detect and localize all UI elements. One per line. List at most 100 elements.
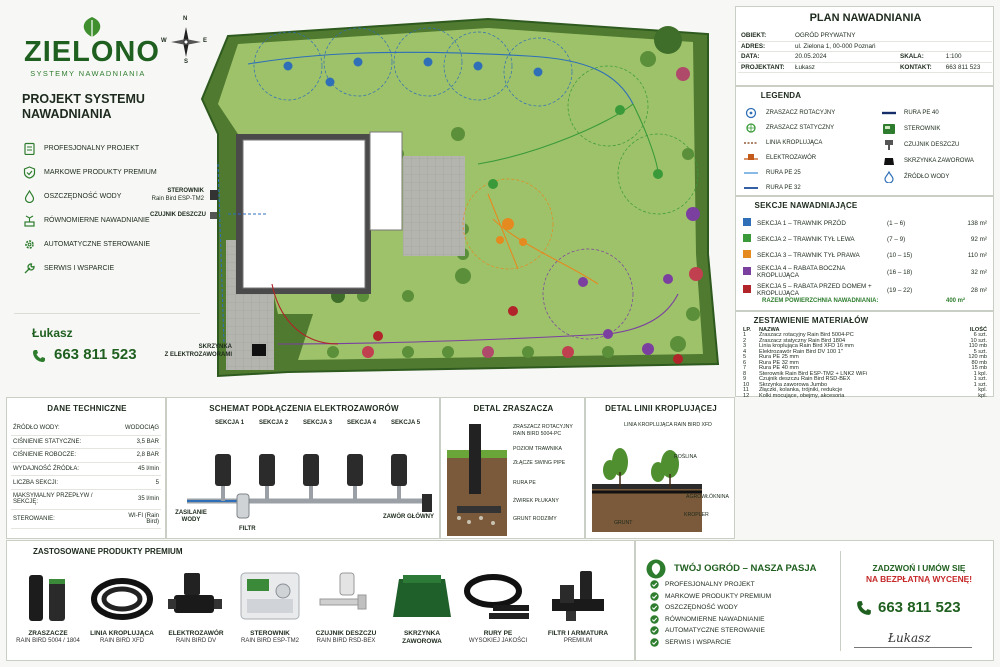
- contact-phone[interactable]: 663 811 523: [54, 346, 137, 363]
- house: [242, 139, 366, 289]
- product-sub: RAIN BIRD RSD-BEX: [316, 637, 376, 644]
- feature-list: PROFESJONALNY PROJEKT MARKOWE PRODUKTY P…: [22, 136, 192, 280]
- materials-cell-qty: 1 kpl.: [973, 370, 987, 377]
- house-wing: [369, 131, 403, 231]
- meta-value: OGRÓD PRYWATNY: [792, 31, 897, 42]
- promo-item-label: MARKOWE PRODUKTY PREMIUM: [665, 592, 772, 600]
- product-card: STEROWNIK RAIN BIRD ESP-TM2: [234, 568, 306, 645]
- sprinkler-detail-title: DETAL ZRASZACZA: [473, 404, 554, 413]
- brand-tagline: SYSTEMY NAWADNIANIA: [30, 69, 146, 78]
- feature-label: AUTOMATYCZNE STEROWANIE: [44, 240, 151, 248]
- schema-filter-label: FILTR: [239, 526, 256, 532]
- materials-cell-qty: 5 szt.: [973, 348, 987, 355]
- materials-cell-qty: 6 szt.: [973, 332, 987, 338]
- promo-phone[interactable]: 663 811 523: [878, 599, 961, 616]
- materials-header-row: LP. NAZWA ILOŚĆ: [740, 327, 990, 333]
- tech-row: WYDAJNOŚĆ ŹRÓDŁA:45 l/min: [11, 462, 161, 477]
- product-card: FILTR I ARMATURA PREMIUM: [542, 568, 614, 645]
- compass-icon: [171, 27, 201, 57]
- section-row: SEKCJA 3 – TRAWNIK TYŁ PRAWA(10 – 15)110…: [740, 247, 990, 263]
- product-card: CZUJNIK DESZCZU RAIN BIRD RSD-BEX: [310, 568, 382, 645]
- product-name: ZRASZACZE: [28, 630, 68, 637]
- section-color-swatch: [743, 285, 751, 293]
- legend-item: CZUJNIK DESZCZU: [882, 137, 992, 153]
- materials-cell-name: Zraszacz rotacyjny Rain Bird 5004-PC: [759, 332, 854, 338]
- materials-cell-lp: 1: [743, 332, 747, 338]
- tech-key: WYDAJNOŚĆ ŹRÓDŁA:: [11, 462, 114, 477]
- feature-label: SERWIS I WSPARCIE: [44, 264, 115, 272]
- pipe-32-icon: [744, 181, 758, 195]
- materials-cell-name: Rura PE 25 mm: [759, 354, 799, 360]
- tech-key: ŹRÓDŁO WODY:: [11, 422, 114, 436]
- section-range: (10 – 15): [887, 251, 913, 259]
- schema-title: SCHEMAT PODŁĄCZENIA ELEKTROZAWORÓW: [209, 404, 399, 413]
- section-area: 110 m²: [967, 251, 987, 259]
- materials-cell-qty: 1 szt.: [973, 376, 987, 382]
- brand-logo: ZIELONO SYSTEMY NAWADNIANIA: [24, 16, 159, 80]
- meta-key: OBIEKT:: [738, 31, 792, 42]
- sprinkler-heads: [283, 57, 683, 364]
- garden-plan: [200, 17, 720, 378]
- section-range: (16 – 18): [887, 268, 913, 276]
- materials-cell-lp: 12: [743, 392, 750, 399]
- legend-label: STEROWNIK: [904, 126, 941, 132]
- tech-value: WODOCIĄG: [113, 422, 161, 436]
- sprinkler-product-icon: [29, 575, 65, 621]
- section-area: 92 m²: [970, 235, 987, 243]
- tech-row: ŹRÓDŁO WODY:WODOCIĄG: [11, 422, 161, 436]
- rain-sensor-product-icon: [319, 572, 367, 610]
- product-sub: PREMIUM: [563, 637, 593, 644]
- product-name: CZUJNIK DESZCZU: [315, 630, 377, 637]
- feature-item: AUTOMATYCZNE STEROWANIE: [22, 232, 192, 256]
- schema-supply-line2: WODY: [181, 517, 201, 523]
- promo-item: RÓWNOMIERNE NAWADNIANIE: [650, 614, 840, 626]
- materials-cell-lp: 6: [743, 359, 747, 366]
- clipboard-icon: [22, 141, 36, 155]
- meta-key: DATA:: [738, 51, 792, 63]
- controller-callout-line2: Rain Bird ESP-TM2: [151, 195, 204, 202]
- tech-row: LICZBA SEKCJI:5: [11, 475, 161, 490]
- drip-detail-label: AGROWŁÓKNINA: [686, 494, 729, 500]
- pipe-40-icon: [882, 106, 896, 120]
- section-color-swatch: [743, 218, 751, 226]
- legend-item: ELEKTROZAWÓR: [744, 150, 874, 165]
- pipe-25-icon: [744, 166, 758, 180]
- materials-row: 1 Zraszacz rotacyjny Rain Bird 5004-PC 6 s…: [740, 332, 990, 339]
- feature-item: SERWIS I WSPARCIE: [22, 256, 192, 280]
- materials-cell-qty: kpl.: [978, 387, 987, 393]
- controller-product-icon: [240, 572, 300, 620]
- promo-item-label: SERWIS I WSPARCIE: [665, 638, 732, 646]
- tech-key: CIŚNIENIE ROBOCZE:: [11, 448, 114, 463]
- sprinkler-detail-panel: DETAL ZRASZACZA ZRASZACZ ROTACYJNY RAIN …: [440, 397, 585, 539]
- materials-cell-qty: kpl.: [978, 392, 987, 399]
- section-name: SEKCJA 4 – RABATA BOCZNA KROPLUJĄCA: [757, 265, 845, 279]
- materials-cell-lp: 9: [743, 376, 747, 382]
- meta-value: Łukasz: [792, 62, 897, 74]
- promo-signature: Łukasz: [888, 631, 931, 645]
- product-card: ZRASZACZE RAIN BIRD 5004 / 1804: [12, 568, 84, 645]
- section-name: SEKCJA 1 – TRAWNIK PRZÓD: [757, 219, 846, 227]
- feature-label: RÓWNOMIERNE NAWADNIANIE: [44, 216, 150, 224]
- feature-label: MARKOWE PRODUKTY PREMIUM: [44, 168, 157, 176]
- section-color-swatch: [743, 267, 751, 275]
- promo-item-label: PROFESJONALNY PROJEKT: [665, 581, 755, 589]
- check-icon: [650, 626, 659, 635]
- section-row: SEKCJA 2 – TRAWNIK TYŁ LEWA(7 – 9)92 m²: [740, 231, 990, 247]
- promo-cta-line2: NA BEZPŁATNĄ WYCENĘ!: [865, 574, 973, 584]
- materials-cell-name: Sterownik Rain Bird ESP-TM2 + LNK2 WiFi: [759, 370, 868, 377]
- schema-supply-label: ZASILANIE WODY: [171, 510, 211, 524]
- sprinkler-detail-label: ŻWIREK PŁUKANY: [513, 498, 559, 504]
- materials-cell-name: Kolki mocujące, obejmy, akcesoria: [759, 392, 845, 399]
- promo-list: PROFESJONALNY PROJEKT MARKOWE PRODUKTY PR…: [650, 579, 840, 648]
- materials-cell-name: Rura PE 32 mm: [759, 359, 799, 366]
- section-color-swatch: [743, 250, 751, 258]
- materials-row: 12 Kolki mocujące, obejmy, akcesoria kpl.: [740, 392, 990, 400]
- legend-title: LEGENDA: [760, 91, 802, 100]
- check-icon: [650, 603, 659, 612]
- legend-panel: LEGENDA ZRASZACZ ROTACYJNY ZRASZACZ STAT…: [735, 86, 994, 196]
